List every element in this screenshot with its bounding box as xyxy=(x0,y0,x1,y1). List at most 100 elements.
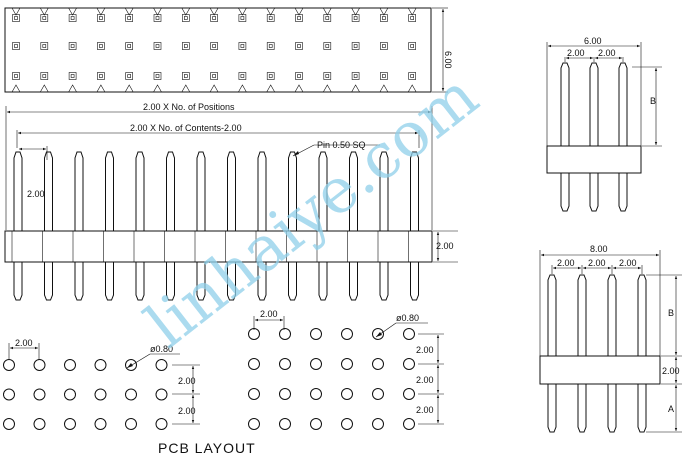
square-pin xyxy=(97,14,105,22)
pcb-hole xyxy=(64,418,76,430)
square-pin xyxy=(12,14,20,22)
square-pin xyxy=(266,14,275,22)
pin-lower xyxy=(379,262,389,301)
top-notch xyxy=(351,84,360,93)
square-pin-core xyxy=(127,16,131,20)
side4-pin-lower xyxy=(607,384,617,433)
side4-pin-lower xyxy=(547,384,557,433)
pcb-right-row-3: 2.00 xyxy=(416,405,434,415)
pcb-hole xyxy=(310,358,322,370)
pcb-hole xyxy=(372,328,384,340)
side3-pin-lower xyxy=(560,173,570,212)
pcb-hole xyxy=(155,388,168,401)
top-notch xyxy=(209,7,219,16)
square-pin xyxy=(182,42,190,50)
square-pin xyxy=(182,14,190,22)
pin-lower xyxy=(410,262,419,301)
pcb-hole xyxy=(403,388,415,400)
square-pin-core xyxy=(14,44,18,48)
side3-body xyxy=(546,145,642,174)
top-notch xyxy=(266,7,275,16)
top-notch xyxy=(124,7,134,16)
top-view-notches xyxy=(11,7,417,93)
square-pin-core xyxy=(410,44,415,48)
top-notch xyxy=(351,7,360,16)
square-pin-core xyxy=(127,74,131,78)
pcb-hole xyxy=(3,388,15,401)
square-pin xyxy=(408,42,417,50)
pin-lower xyxy=(257,262,267,301)
pcb-hole xyxy=(125,418,137,430)
square-pin xyxy=(153,72,162,80)
top-view-pins xyxy=(12,14,417,80)
pcb-hole xyxy=(94,388,107,401)
square-pin xyxy=(238,14,247,22)
square-pin xyxy=(351,14,360,22)
pcb-layout-title: PCB LAYOUT xyxy=(158,440,256,456)
top-notch xyxy=(209,84,219,93)
pcb-hole xyxy=(248,418,260,430)
square-pin xyxy=(295,14,303,22)
pcb-hole xyxy=(155,418,168,430)
pcb-hole xyxy=(33,359,46,371)
pin-upper xyxy=(166,151,175,231)
square-pin xyxy=(68,72,77,80)
top-notch xyxy=(96,7,106,16)
square-pin xyxy=(323,42,332,50)
pcb-hole xyxy=(94,418,107,430)
pcb-hole xyxy=(403,358,415,370)
square-pin-core xyxy=(184,74,188,78)
square-pin xyxy=(153,42,162,50)
side4-pin-upper xyxy=(637,274,647,356)
pcb-hole xyxy=(33,418,46,430)
square-pin xyxy=(266,42,275,50)
pcb-hole xyxy=(279,328,291,340)
top-notch xyxy=(294,7,304,16)
top-notch xyxy=(266,84,275,93)
side-view-3-row: 6.00 2.00 2.00 B xyxy=(546,36,662,212)
pin-upper xyxy=(13,151,23,231)
square-pin xyxy=(351,72,360,80)
square-pin xyxy=(238,72,247,80)
pin-upper xyxy=(74,151,84,231)
front-view-body xyxy=(4,230,433,263)
side4-pin-upper xyxy=(607,274,617,356)
top-notch xyxy=(96,84,106,93)
pcb-hole xyxy=(125,388,137,401)
square-pin-core xyxy=(14,16,18,20)
top-notch xyxy=(40,84,49,93)
square-pin xyxy=(408,14,417,22)
square-pin-core xyxy=(353,16,358,20)
square-pin-core xyxy=(212,74,216,78)
top-notch xyxy=(294,84,304,93)
pin-upper xyxy=(227,151,236,231)
square-pin xyxy=(210,72,218,80)
pcb-left-holes xyxy=(3,359,168,430)
pcb-hole xyxy=(372,358,384,370)
pcb-layout-left: 2.00 ø0.80 2.00 2.00 PCB LAYOUT xyxy=(3,338,256,456)
top-notch xyxy=(124,84,134,93)
pcb-hole xyxy=(310,388,322,400)
pcb-hole xyxy=(341,328,353,340)
square-pin xyxy=(210,14,218,22)
square-pin-core xyxy=(155,74,160,78)
pcb-hole xyxy=(310,418,322,430)
positions-dim: 2.00 X No. of Positions xyxy=(143,102,235,112)
square-pin xyxy=(153,14,162,22)
square-pin-core xyxy=(42,44,47,48)
top-notch xyxy=(323,84,332,93)
side3-b-dim: B xyxy=(650,96,656,106)
square-pin-core xyxy=(240,44,245,48)
top-view: 6.00 xyxy=(4,7,453,93)
square-pin-core xyxy=(240,16,245,20)
pcb-hole xyxy=(279,358,291,370)
pcb-hole xyxy=(64,388,76,401)
square-pin xyxy=(40,72,49,80)
side4-width-dim: 8.00 xyxy=(590,244,608,254)
square-pin-core xyxy=(382,16,386,20)
pin-lower xyxy=(349,262,358,301)
pin-upper xyxy=(135,151,145,231)
pcb-hole xyxy=(64,359,76,371)
side4-pin-lower xyxy=(637,384,647,433)
square-pin-core xyxy=(325,44,330,48)
